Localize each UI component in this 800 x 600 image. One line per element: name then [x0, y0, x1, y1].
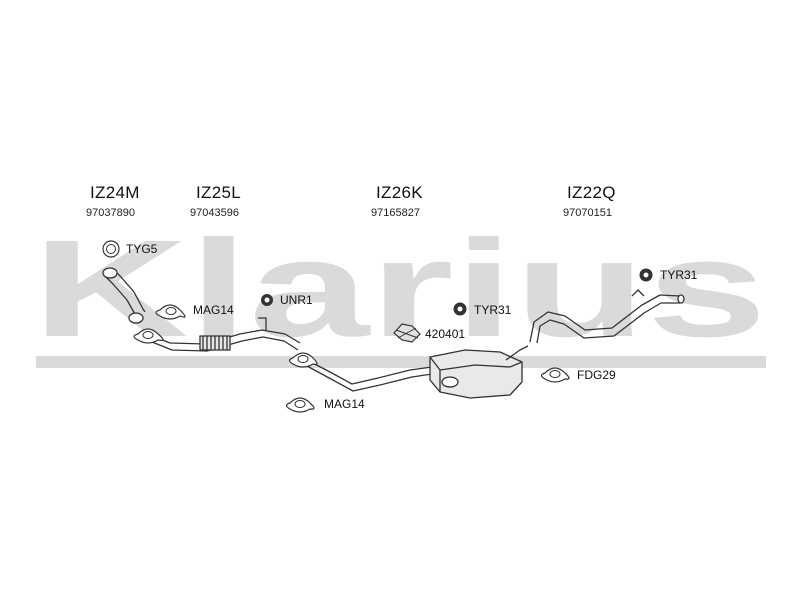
- part-number-2: 97043596: [190, 207, 239, 219]
- fitting-label-mag14: MAG14: [193, 303, 234, 317]
- part-code-2: IZ25L: [196, 183, 241, 202]
- rubber-mount-icon: [261, 294, 273, 306]
- fitting-label-420401: 420401: [425, 327, 466, 341]
- tail-pipe-part: [529, 289, 685, 344]
- part-number-1: 97037890: [86, 207, 135, 219]
- part-code-4: IZ22Q: [567, 183, 616, 202]
- part-number-4: 97070151: [563, 207, 612, 219]
- gasket-ring-icon: [102, 240, 120, 258]
- fitting-label-tyr31-a: TYR31: [474, 303, 512, 317]
- centre-silencer-part: [304, 345, 529, 399]
- flange-gasket-icon: [155, 304, 186, 320]
- watermark-underline: [36, 356, 766, 368]
- flange-gasket-icon: [288, 352, 318, 368]
- fitting-label-fdg29: FDG29: [577, 368, 616, 382]
- watermark-text: Klarius: [32, 212, 767, 366]
- flange-gasket-icon: [285, 397, 315, 413]
- part-code-3: IZ26K: [376, 183, 423, 202]
- fitting-label-tyg5: TYG5: [126, 242, 158, 256]
- part-number-3: 97165827: [371, 207, 420, 219]
- klarius-watermark: Klarius: [32, 212, 767, 368]
- flange-gasket-icon: [540, 367, 570, 383]
- fitting-label-mag14-b: MAG14: [324, 397, 365, 411]
- front-pipe-part: [102, 267, 146, 324]
- rubber-mount-icon: [453, 302, 467, 316]
- clamp-bracket-icon: [393, 323, 421, 343]
- part-code-1: IZ24M: [90, 183, 140, 202]
- fitting-label-unr1: UNR1: [280, 293, 313, 307]
- rubber-mount-icon: [639, 268, 653, 282]
- flange-gasket-icon: [133, 328, 164, 344]
- flex-pipe-part: [149, 317, 301, 352]
- fitting-label-tyr31-b: TYR31: [660, 268, 698, 282]
